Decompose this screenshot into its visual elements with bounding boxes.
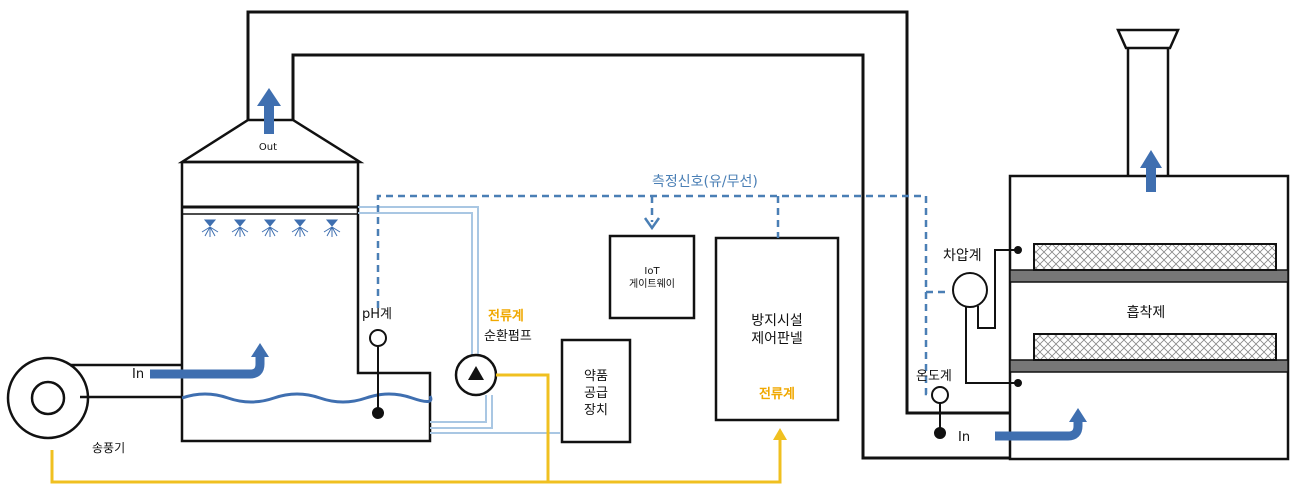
- pump-ammeter-label: 전류계: [488, 308, 524, 324]
- svg-text:IoT: IoT: [644, 266, 660, 277]
- signal-arrow-icon: [643, 217, 661, 231]
- differential-pressure-gauge: [952, 246, 1022, 387]
- inlet-flow-arrow-icon: [150, 343, 269, 379]
- ph-meter-label: pH계: [362, 307, 392, 322]
- signal-label: 측정신호(유/무선): [652, 174, 758, 190]
- out-flow-arrow-icon: [257, 88, 281, 134]
- svg-text:방지시설: 방지시설: [751, 313, 803, 329]
- circulation-pipe: [358, 206, 560, 434]
- tower-inlet-flow-arrow-icon: [995, 408, 1087, 441]
- control-panel-label: 방지시설 제어판넬: [751, 313, 803, 347]
- iot-gateway-label: IoT 게이트웨이: [629, 266, 675, 290]
- svg-text:약품: 약품: [584, 369, 608, 384]
- circulation-pump-label: 순환펌프: [484, 329, 532, 344]
- blower-label: 송풍기: [92, 441, 125, 455]
- inlet-label-right: In: [958, 430, 970, 445]
- diff-pressure-label: 차압계: [943, 248, 982, 264]
- thermometer-label: 온도계: [916, 369, 952, 384]
- svg-text:게이트웨이: 게이트웨이: [629, 278, 675, 290]
- adsorbent-label: 흡착제: [1127, 305, 1166, 321]
- chimney-flow-arrow-icon: [1140, 150, 1162, 192]
- adsorbent-bed-lower: [1009, 333, 1289, 373]
- control-panel-box: [714, 236, 840, 422]
- adsorption-tower: [1008, 28, 1290, 461]
- panel-ammeter-label: 전류계: [759, 386, 795, 402]
- chemical-supply-label: 약품 공급 장치: [584, 369, 608, 418]
- svg-text:제어판넬: 제어판넬: [751, 331, 803, 347]
- out-label: Out: [259, 142, 277, 153]
- exhaust-duct: [246, 10, 1010, 460]
- circulation-pump: [454, 353, 498, 397]
- thermometer: [931, 386, 949, 439]
- chemical-supply-box: [560, 338, 632, 444]
- inlet-label-left: In: [132, 367, 144, 382]
- spray-nozzles: [201, 219, 341, 237]
- svg-text:장치: 장치: [584, 403, 608, 418]
- water-surface: [181, 392, 433, 404]
- svg-text:공급: 공급: [584, 386, 608, 401]
- blower: [6, 356, 182, 440]
- wet-scrubber: [177, 118, 432, 443]
- diff-pressure-label-bg: [938, 245, 992, 265]
- adsorbent-bed-upper: [1009, 243, 1289, 283]
- iot-gateway-box: [608, 234, 696, 320]
- power-line: [50, 373, 782, 484]
- ph-meter: [369, 329, 387, 419]
- power-arrow-icon: [773, 428, 787, 440]
